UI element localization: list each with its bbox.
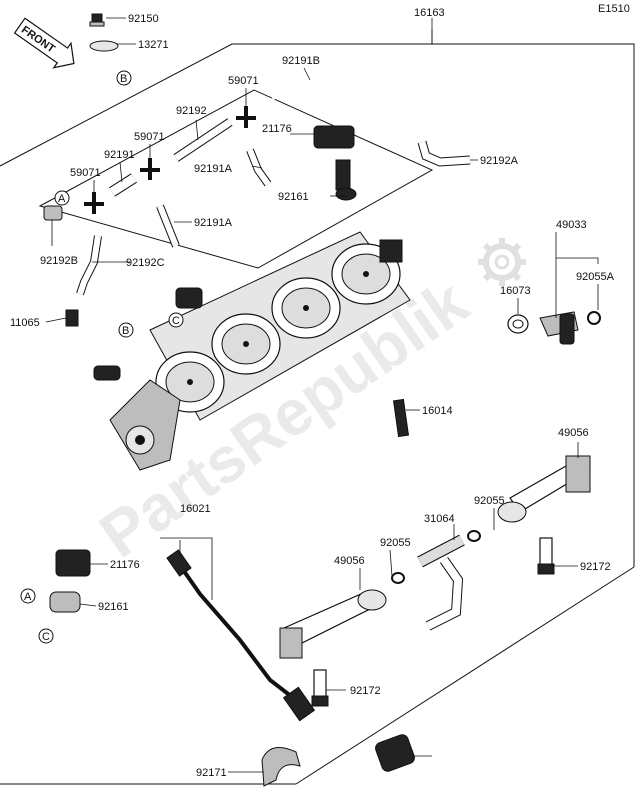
label-21176-low: 21176	[110, 559, 140, 571]
label-49033: 49033	[556, 219, 587, 231]
label-92055a: 92055A	[576, 271, 615, 283]
label-49056-right: 49056	[558, 427, 589, 439]
label-92055-mid: 92055	[380, 537, 411, 549]
fuel-rail-left	[279, 589, 387, 707]
throttle-bore-3	[271, 277, 341, 339]
label-92191b: 92191B	[282, 55, 320, 67]
marker-a-low: A	[20, 588, 36, 604]
linkage-side	[65, 309, 181, 471]
leader-lines	[45, 17, 599, 773]
label-21176-top: 21176	[262, 123, 292, 135]
svg-text:B: B	[122, 325, 129, 337]
label-92171: 92171	[196, 767, 227, 779]
svg-text:A: A	[58, 193, 66, 205]
label-92161-top: 92161	[278, 191, 309, 203]
label-92055-right: 92055	[474, 495, 505, 507]
fuel-rail-right	[497, 455, 591, 575]
throttle-body-assembly	[65, 231, 411, 471]
vacuum-hoses	[76, 77, 471, 296]
label-59071-mid: 59071	[134, 131, 165, 143]
marker-a-top: A	[54, 190, 70, 206]
fuel-joint	[391, 530, 481, 631]
bottom-left-sensor	[49, 549, 91, 613]
label-59071-top: 59071	[228, 75, 259, 87]
marker-b-mid: B	[118, 322, 134, 338]
label-92192a: 92192A	[480, 155, 519, 167]
bottom-clamp	[261, 734, 415, 787]
label-59071-left: 59071	[70, 167, 101, 179]
svg-text:C: C	[172, 315, 180, 327]
marker-b-top: B	[116, 70, 132, 86]
label-16073: 16073	[500, 285, 531, 297]
throttle-bore-2	[211, 313, 281, 375]
circle-markers: B A C B A C	[20, 70, 184, 644]
label-92192b: 92192B	[40, 255, 78, 267]
gear-icon	[478, 238, 526, 286]
label-92191a-mid: 92191A	[194, 163, 233, 175]
svg-text:C: C	[42, 631, 50, 643]
label-11065: 11065	[10, 317, 40, 329]
marker-c-low: C	[38, 628, 54, 644]
label-13271: 13271	[138, 39, 169, 51]
front-arrow: FRONT	[13, 17, 75, 69]
right-parts	[392, 311, 601, 438]
label-31064: 31064	[424, 513, 455, 525]
part-labels: 92150 13271 16163 92191B 59071 92192 211…	[10, 7, 615, 779]
label-92172-right: 92172	[580, 561, 611, 573]
label-92192c: 92192C	[126, 257, 165, 269]
svg-text:A: A	[24, 591, 32, 603]
label-16163: 16163	[414, 7, 445, 19]
label-92191a-low: 92191A	[194, 217, 233, 229]
top-small-parts	[43, 13, 357, 221]
label-49056-left: 49056	[334, 555, 365, 567]
svg-text:B: B	[120, 73, 127, 85]
label-92172-low: 92172	[350, 685, 381, 697]
label-92191: 92191	[104, 149, 135, 161]
label-16021: 16021	[180, 503, 211, 515]
figure-code: E1510	[598, 3, 630, 15]
assembly-frame	[0, 30, 635, 785]
throttle-cable	[166, 549, 316, 722]
label-16014: 16014	[422, 405, 453, 417]
throttle-bore-1	[155, 351, 225, 413]
marker-c-mid: C	[168, 312, 184, 328]
label-92150: 92150	[128, 13, 159, 25]
label-92161-low: 92161	[98, 601, 129, 613]
label-92192: 92192	[176, 105, 207, 117]
